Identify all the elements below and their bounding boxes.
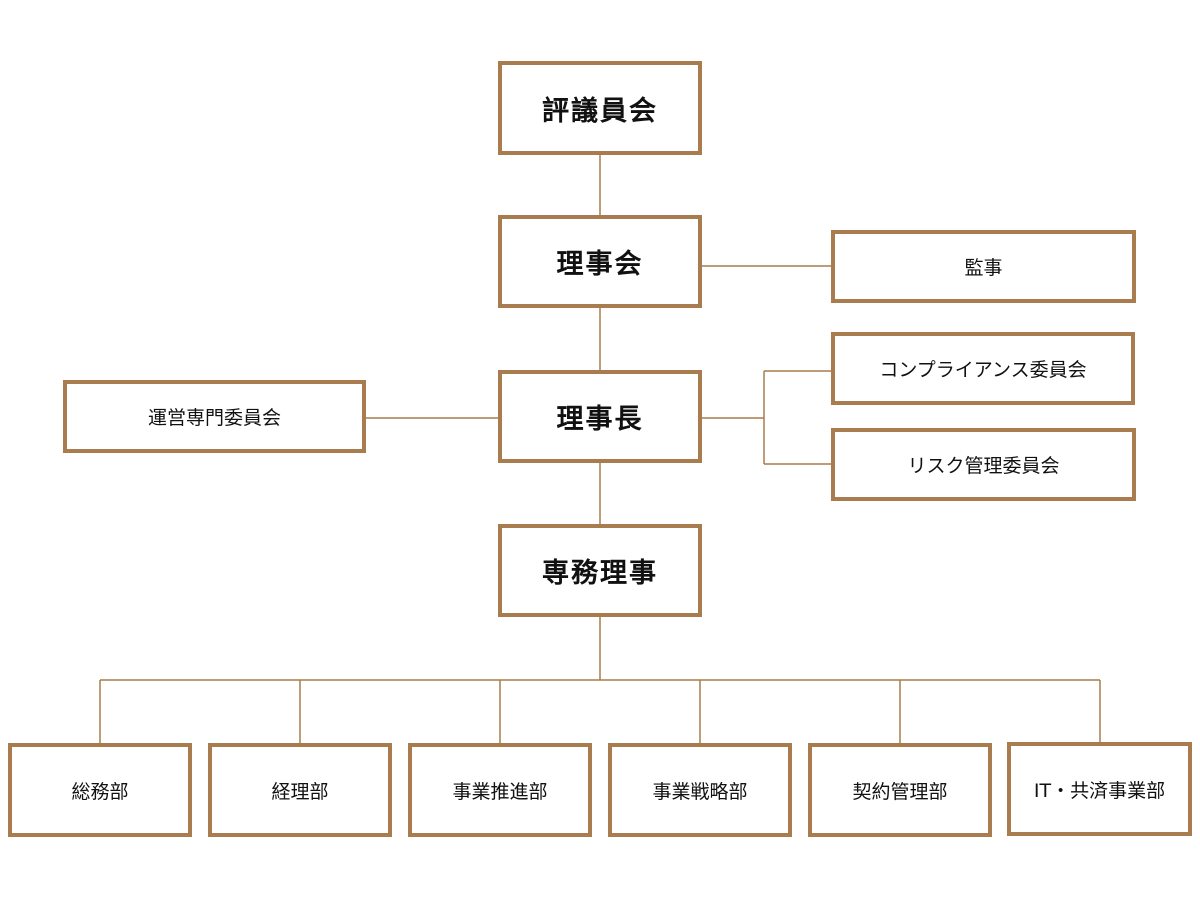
board-box: 理事会	[498, 215, 702, 308]
chairman-box: 理事長	[498, 370, 702, 463]
dept-business-strategy-box: 事業戦略部	[608, 743, 792, 837]
auditor-label: 監事	[964, 257, 1003, 279]
managing-director-label: 専務理事	[542, 558, 658, 589]
dept-business-strategy-label: 事業戦略部	[652, 780, 748, 803]
dept-general-affairs-box: 総務部	[8, 743, 192, 837]
dept-business-promotion-box: 事業推進部	[408, 743, 592, 837]
compliance-committee-label: コンプライアンス委員会	[879, 359, 1087, 381]
dept-contract-management-box: 契約管理部	[808, 743, 992, 837]
chairman-label: 理事長	[556, 404, 644, 435]
risk-committee-label: リスク管理委員会	[907, 455, 1060, 477]
dept-accounting-box: 経理部	[208, 743, 392, 837]
managing-director-box: 専務理事	[498, 524, 702, 617]
ops-committee-label: 運営専門委員会	[147, 407, 281, 429]
council-box: 評議員会	[498, 61, 702, 155]
dept-business-promotion-label: 事業推進部	[452, 780, 548, 803]
dept-it-mutual-aid-box: IT・共済事業部	[1007, 742, 1192, 836]
dept-general-affairs-label: 総務部	[71, 780, 129, 803]
compliance-committee-box: コンプライアンス委員会	[831, 332, 1135, 405]
ops-committee-box: 運営専門委員会	[63, 380, 366, 453]
council-label: 評議員会	[542, 95, 658, 127]
risk-committee-box: リスク管理委員会	[831, 428, 1136, 501]
dept-contract-management-label: 契約管理部	[852, 780, 948, 803]
dept-it-mutual-aid-label: IT・共済事業部	[1033, 779, 1166, 802]
dept-accounting-label: 経理部	[271, 780, 329, 803]
auditor-box: 監事	[831, 230, 1136, 303]
board-label: 理事会	[556, 249, 644, 280]
